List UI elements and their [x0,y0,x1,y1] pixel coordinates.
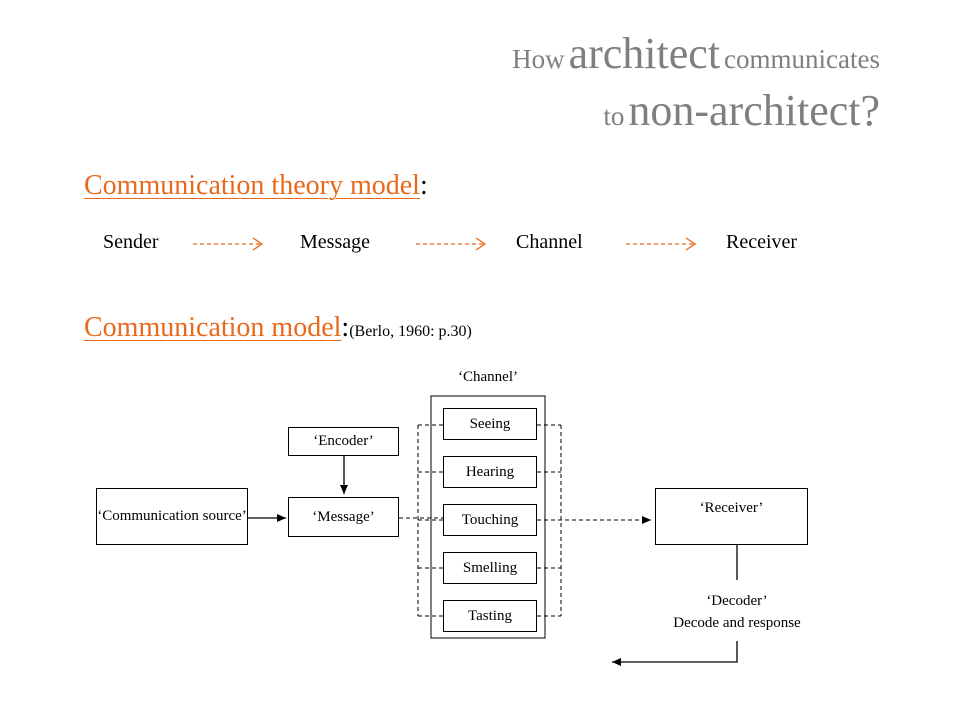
berlo-model-link[interactable]: Communication model [84,312,342,343]
decoder-label: ‘Decoder’ [706,593,768,609]
channel-label: ‘Channel’ [458,369,518,385]
title-word-non-architect: non-architect? [628,86,880,135]
receiver-box: ‘Receiver’ [655,488,808,545]
title-word-communicates: communicates [724,44,880,74]
citation: (Berlo, 1960: p.30) [349,323,472,340]
communication-source-box: ‘Communication source’ [96,488,248,545]
channel-left-bracket [417,424,443,617]
theory-model-heading: Communication theory model: [84,170,428,202]
page-title-line-1: How architect communicates [512,28,880,79]
arrow-decoder-feedback [612,641,738,666]
sense-seeing-box: Seeing [443,408,537,440]
flow-arrow-3 [626,237,697,251]
encoder-box: ‘Encoder’ [288,427,399,456]
channel-container [430,395,546,639]
berlo-model-heading: Communication model:(Berlo, 1960: p.30) [84,312,472,344]
sense-touching-box: Touching [443,504,537,536]
flow-arrow-1 [193,237,264,251]
flow-receiver: Receiver [726,231,798,253]
title-word-to: to [603,101,625,131]
title-word-how: How [512,44,565,74]
decoder-description: Decode and response [673,615,801,631]
flow-sender: Sender [103,231,159,253]
theory-model-colon: : [419,170,428,201]
channel-right-bracket [537,424,562,617]
flow-channel: Channel [516,231,583,253]
flow-arrow-2 [416,237,487,251]
title-word-architect: architect [568,29,721,78]
page-title-line-2: to non-architect? [603,85,880,136]
flow-message: Message [300,231,370,253]
sense-smelling-box: Smelling [443,552,537,584]
message-box: ‘Message’ [288,497,399,537]
theory-model-link[interactable]: Communication theory model [84,170,420,201]
sense-tasting-box: Tasting [443,600,537,632]
berlo-model-colon: : [341,312,350,343]
sense-hearing-box: Hearing [443,456,537,488]
